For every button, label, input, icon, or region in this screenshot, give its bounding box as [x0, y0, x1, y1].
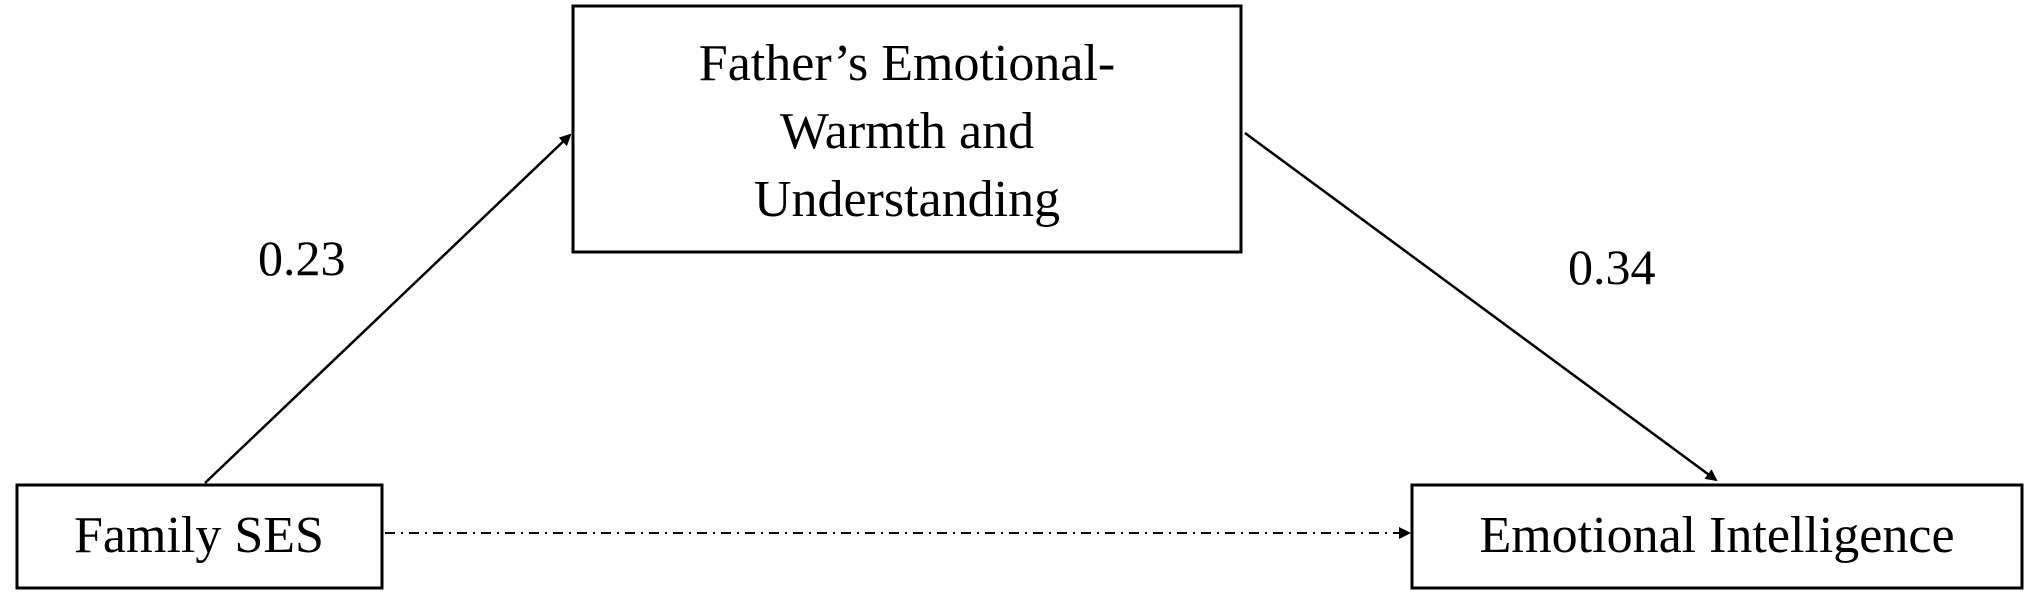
node-father-emotional-warmth-line-1: Father’s Emotional-: [699, 35, 1115, 92]
path-father-warmth-to-emotional-intelligence: [1244, 131, 1718, 482]
node-father-emotional-warmth-line-2: Warmth and: [780, 103, 1034, 160]
node-father-emotional-warmth-line-3: Understanding: [754, 171, 1060, 228]
node-father-emotional-warmth: Father’s Emotional- Warmth and Understan…: [571, 4, 1243, 254]
coefficient-b-path: 0.34: [1568, 239, 1656, 295]
node-family-ses-label: Family SES: [74, 507, 324, 564]
coefficient-a-path: 0.23: [258, 230, 346, 286]
node-family-ses: Family SES: [15, 483, 384, 590]
node-emotional-intelligence-label: Emotional Intelligence: [1479, 507, 1954, 564]
path-ses-to-father-warmth: [204, 133, 572, 484]
node-emotional-intelligence: Emotional Intelligence: [1410, 483, 2024, 590]
